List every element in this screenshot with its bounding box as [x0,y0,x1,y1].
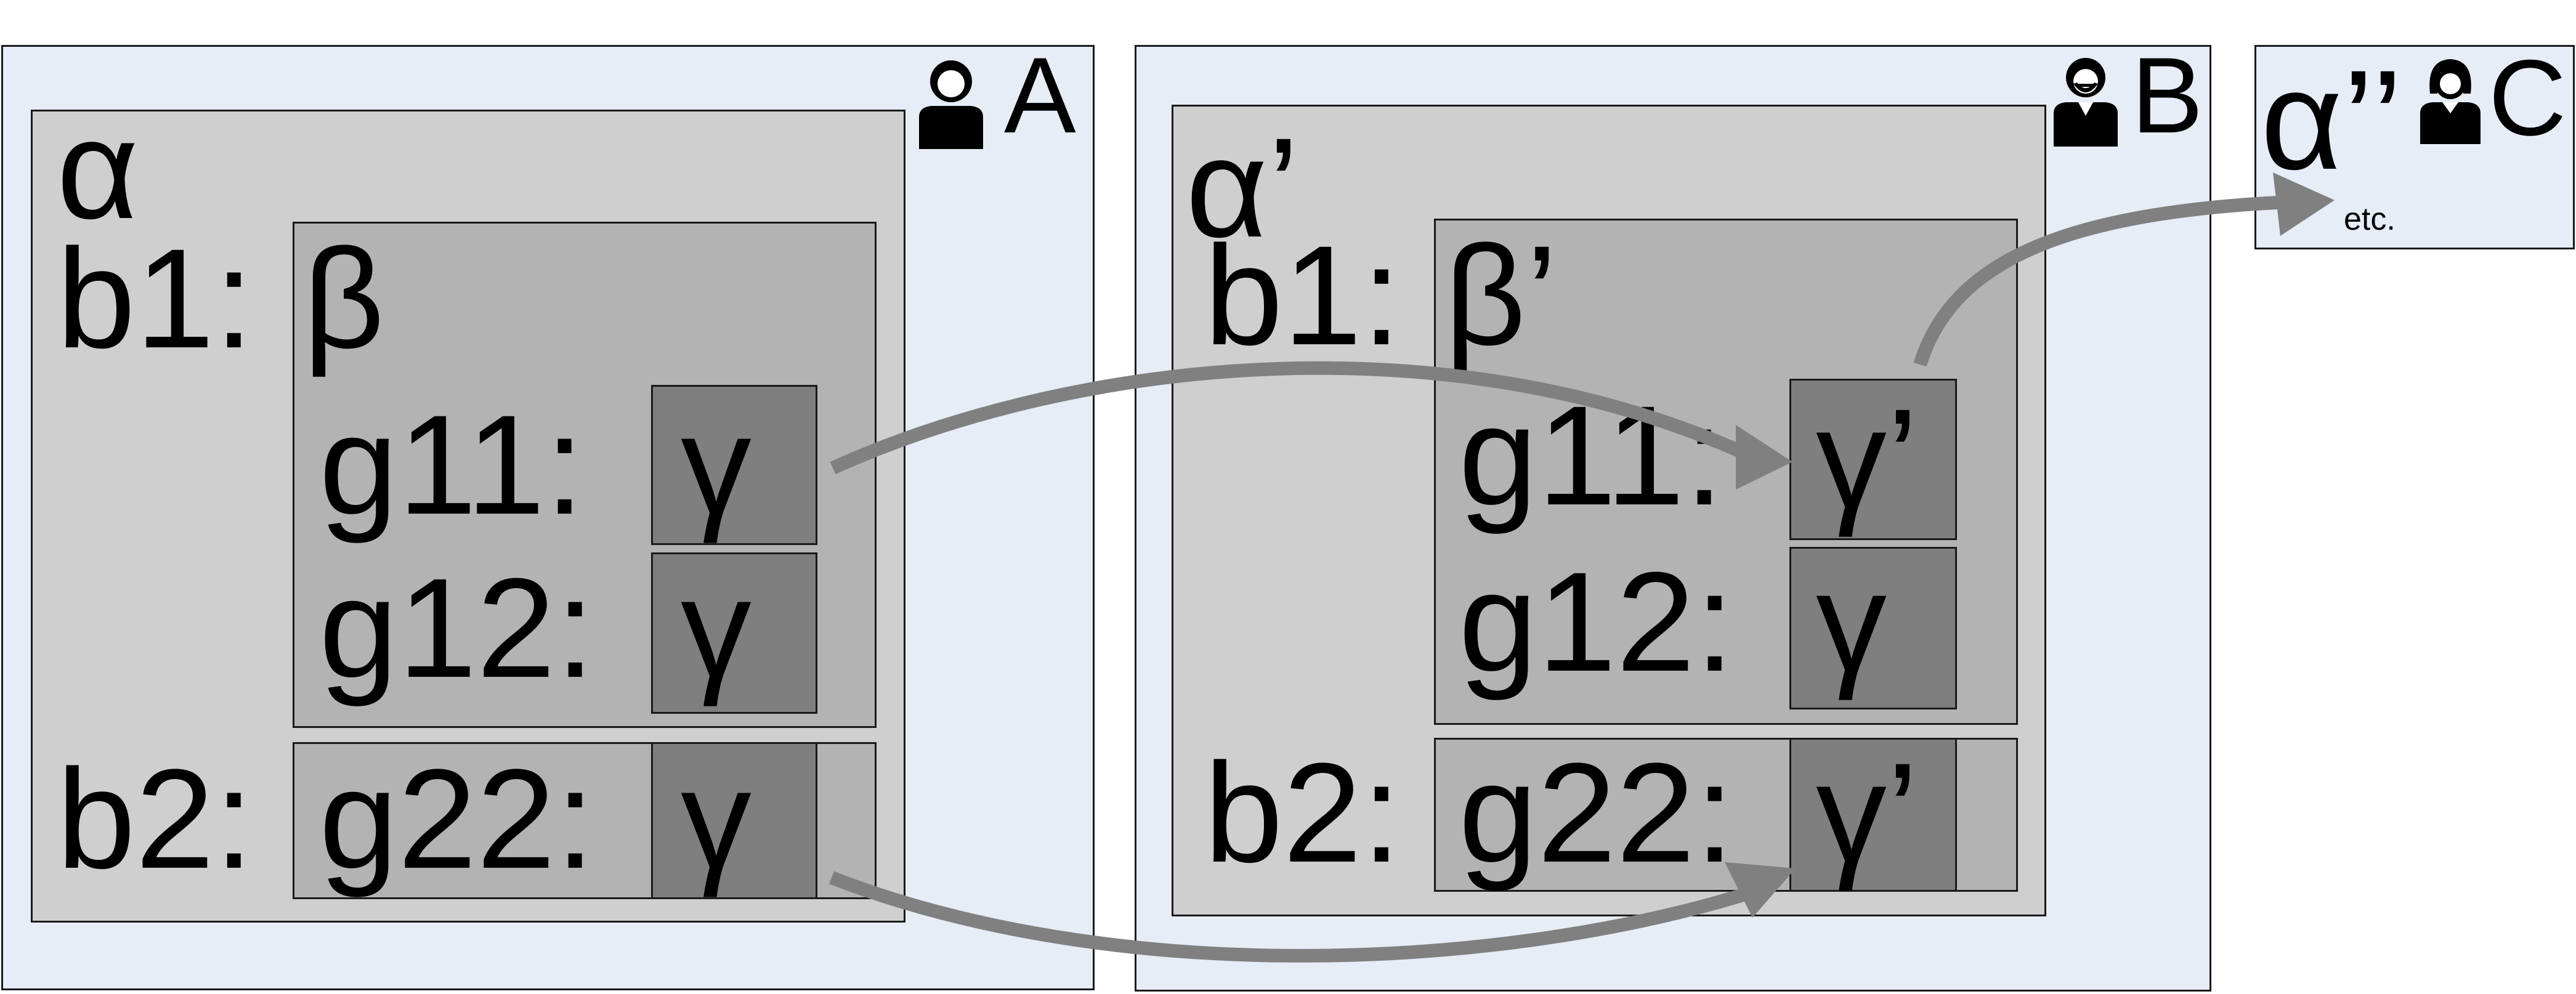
party-b-owner: B [2131,36,2203,156]
gamma-label-g12: γ [681,549,751,707]
arrow-g11-to-g11-prime [830,361,1746,475]
gamma-label-g22: γ [681,740,751,898]
b1-key: b1: [57,219,254,378]
etc-note: etc. [2344,201,2396,237]
gamma-box-g22 [651,742,817,899]
woman-icon [2420,59,2481,144]
g22-prime-key: g22: [1459,733,1735,892]
gamma-box-g12 [651,552,817,714]
g11-key: g11: [319,386,585,544]
arrow-g22-to-g22-prime [829,871,1752,963]
beta-label: β [303,219,385,378]
alpha-double-prime-label: α’’ [2261,41,2404,199]
gamma-prime-box-g22 [1789,738,1957,892]
beta-prime-label: β’ [1444,216,1558,374]
b1-prime-key: b1: [1204,216,1401,374]
g22-key: g22: [319,740,595,898]
g11-prime-key: g11: [1459,376,1724,535]
person-icon [919,60,983,149]
arrowhead-g11-prime [1736,425,1792,490]
party-c-owner: C [2489,38,2567,158]
gamma-prime-label-g12: γ [1816,543,1887,701]
arrow-g11-prime-to-c [1913,195,2289,367]
bearded-person-icon [2054,58,2118,147]
gamma-label-g11: γ [681,386,751,544]
alpha-label: α [57,90,139,248]
gamma-prime-box-g11 [1789,379,1957,540]
b2-prime-key: b2: [1204,733,1401,892]
gamma-prime-label-g22: γ’ [1816,733,1919,892]
party-a-owner: A [1004,36,1076,156]
gamma-box-g11 [651,385,817,545]
gamma-prime-label-g11: γ’ [1816,379,1919,538]
b2-key: b2: [57,740,254,898]
g12-key: g12: [319,549,595,707]
alpha-prime-label: α’ [1186,108,1300,267]
arrowhead-g22-prime [1725,862,1796,918]
gamma-prime-box-g12 [1789,547,1957,709]
g12-prime-key: g12: [1459,543,1735,701]
arrowhead-c [2273,172,2335,236]
